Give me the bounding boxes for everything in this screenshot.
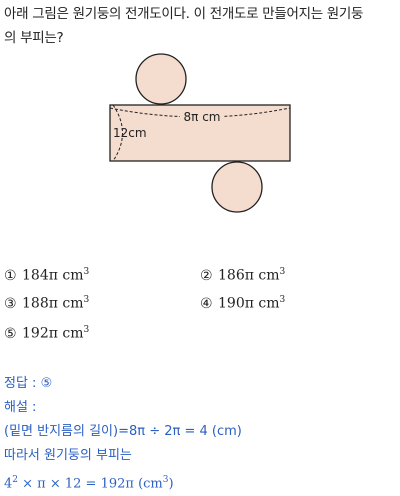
choice-5[interactable]: ⑤ 192π cm3 [4,320,89,344]
choice-2-value: 186π cm [218,267,280,284]
choice-5-value: 192π cm [22,325,84,342]
explanation-step-3: 42 × π × 12 = 192π (cm3) [4,468,396,496]
solution-section: 정답 : ⑤ 해설 : (밑면 반지름의 길이)=8π ÷ 2π = 4 (cm… [4,372,396,496]
step-3-unit-exponent: 3 [162,475,169,485]
width-label: 8π cm [184,110,221,124]
choice-3-exponent: 3 [83,295,90,305]
step-3-base: 4 [4,476,13,492]
height-dimension-arc [112,104,123,162]
choice-3[interactable]: ③ 188π cm3 [4,290,89,314]
choice-4[interactable]: ④ 190π cm3 [200,290,285,314]
choice-1[interactable]: ① 184π cm3 [4,262,89,286]
choice-2[interactable]: ② 186π cm3 [200,262,285,286]
answer-line: 정답 : ⑤ [4,376,53,391]
bottom-base-circle [211,161,263,213]
choice-3-value: 188π cm [22,295,84,312]
choice-2-number: ② [200,267,213,284]
step-3-close: ) [168,476,174,492]
choice-1-value: 184π cm [22,267,84,284]
explanation-step-2: 따라서 원기둥의 부피는 [4,448,132,463]
explanation-heading: 해설 : [4,400,37,415]
question-line-2: 의 부피는? [4,30,64,46]
choice-4-number: ④ [200,295,213,312]
step-3-exponent: 2 [12,475,19,485]
choice-5-exponent: 3 [83,325,90,335]
step-3-rest: × π × 12 = 192π (cm [18,476,163,492]
choice-3-number: ③ [4,295,17,312]
width-label-background [180,110,224,124]
choice-4-value: 190π cm [218,295,280,312]
question-line-1: 아래 그림은 원기둥의 전개도이다. 이 전개도로 만들어지는 원기둥 [4,6,364,22]
choice-1-number: ① [4,267,17,284]
choice-1-exponent: 3 [83,267,90,277]
cylinder-net-figure: 8π cm 12cm [109,53,291,213]
top-base-circle [135,53,187,105]
question-text: 아래 그림은 원기둥의 전개도이다. 이 전개도로 만들어지는 원기둥 의 부피… [4,2,396,50]
choice-2-exponent: 3 [279,267,286,277]
explanation-step-1: (밑면 반지름의 길이)=8π ÷ 2π = 4 (cm) [4,424,242,439]
choice-5-number: ⑤ [4,325,17,342]
height-label: 12cm [113,126,147,140]
choice-4-exponent: 3 [279,295,286,305]
